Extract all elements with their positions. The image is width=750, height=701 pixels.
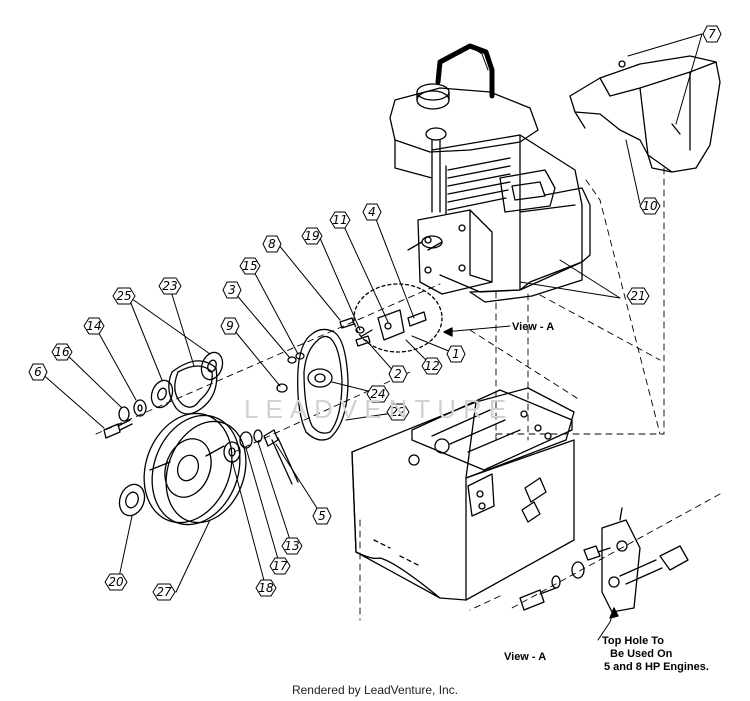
part-label-8: 8 (268, 237, 276, 251)
part-bubble-25 (112, 287, 136, 305)
part-labels: 7 10 21 4 11 19 8 15 3 9 23 25 14 16 6 1… (34, 27, 716, 599)
part-label-5: 5 (318, 509, 326, 523)
part-bubble-20 (104, 573, 128, 591)
part-label-10: 10 (642, 199, 658, 213)
part-label-11: 11 (332, 213, 347, 227)
part-bubble-14 (83, 317, 105, 335)
part-bubble-24 (366, 385, 390, 403)
part-bubble-22 (386, 403, 410, 421)
part-label-24: 24 (370, 387, 385, 401)
part-bubble-18 (255, 579, 277, 597)
view-a-label: View - A (512, 321, 554, 333)
part-label-9: 9 (226, 319, 234, 333)
part-bubble-27 (152, 583, 176, 601)
part-label-1: 1 (452, 347, 460, 361)
part-bubble-6 (28, 363, 48, 381)
part-bubble-3 (222, 281, 242, 299)
belt-22-drawing (297, 328, 349, 441)
part-bubble-19 (301, 227, 323, 245)
part-label-13: 13 (284, 539, 299, 553)
part-label-6: 6 (34, 365, 42, 379)
part-label-18: 18 (258, 581, 274, 595)
part-label-22: 22 (390, 405, 405, 419)
idler-pulley-drawing (307, 368, 333, 388)
part-label-20: 20 (108, 575, 124, 589)
part-bubbles (28, 25, 722, 601)
part-label-14: 14 (86, 319, 101, 333)
part-label-16: 16 (54, 345, 70, 359)
small-pulley-drawing (150, 351, 224, 409)
leader-lines (39, 33, 703, 641)
part-bubble-8 (262, 235, 282, 253)
part-bubble-23 (158, 277, 182, 295)
view-a-arrowhead (443, 327, 453, 337)
frame-plate-drawing (351, 387, 575, 601)
part-bubble-17 (269, 557, 291, 575)
part-bubble-9 (220, 317, 240, 335)
note-line-3: 5 and 8 HP Engines. (604, 661, 709, 673)
part-bubble-16 (51, 343, 73, 361)
part-bubble-10 (639, 197, 661, 215)
watermark-logo: LEADVENTURE (244, 394, 513, 424)
view-a-caption: View - A (504, 651, 546, 663)
engine-drawing (389, 43, 591, 303)
part-bubble-21 (626, 287, 650, 305)
note-line-2: Be Used On (610, 648, 673, 660)
part-label-21: 21 (630, 289, 645, 303)
part-bubble-11 (329, 211, 351, 229)
belt-cover-drawing (569, 55, 721, 173)
large-pulley-drawing (143, 412, 247, 526)
part-label-7: 7 (708, 27, 716, 41)
part-bubble-7 (702, 25, 722, 43)
part-bubble-5 (312, 507, 332, 525)
part-label-23: 23 (162, 279, 177, 293)
part-label-15: 15 (242, 259, 257, 273)
footer-credit: Rendered by LeadVenture, Inc. (291, 683, 459, 697)
part-bubble-13 (281, 537, 303, 555)
part-bubble-2 (388, 365, 408, 383)
note-line-1: Top Hole To (602, 635, 664, 647)
part-label-19: 19 (304, 229, 319, 243)
note-arrowhead (609, 607, 619, 619)
hardware-drawing (103, 283, 689, 613)
part-bubble-1 (446, 345, 466, 363)
part-label-4: 4 (368, 205, 376, 219)
part-label-25: 25 (116, 289, 131, 303)
part-label-3: 3 (228, 283, 236, 297)
hub-drawing (118, 483, 146, 517)
part-label-2: 2 (394, 367, 402, 381)
part-label-12: 12 (424, 359, 439, 373)
part-label-17: 17 (272, 559, 288, 573)
part-bubble-15 (239, 257, 261, 275)
part-label-27: 27 (156, 585, 172, 599)
center-lines (95, 167, 721, 621)
part-bubble-12 (421, 357, 443, 375)
belt-23-drawing (168, 360, 218, 415)
part-bubble-4 (362, 203, 382, 221)
